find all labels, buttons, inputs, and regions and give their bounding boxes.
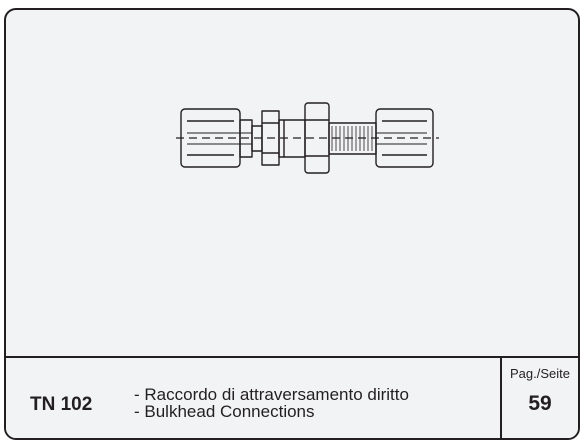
page-box: Pag./Seite 59 [500, 358, 578, 438]
title-block: TN 102 - Raccordo di attraversamento dir… [6, 356, 578, 438]
page-number: 59 [528, 392, 552, 415]
description-english: - Bulkhead Connections [134, 402, 315, 421]
sheet-frame: TN 102 - Raccordo di attraversamento dir… [4, 8, 580, 440]
description-italian: - Raccordo di attraversamento diritto [134, 385, 409, 404]
bulkhead-connector-drawing [176, 102, 439, 174]
page-label: Pag./Seite [510, 366, 570, 381]
product-code: TN 102 [30, 394, 93, 415]
product-description: - Raccordo di attraversamento diritto - … [134, 386, 409, 420]
